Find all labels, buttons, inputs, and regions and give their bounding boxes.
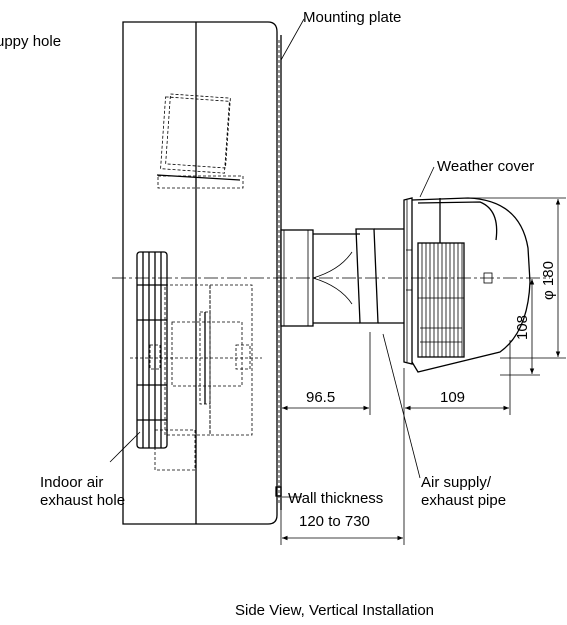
indoor-exhaust-label-line1: Indoor air bbox=[40, 474, 103, 491]
dim-cover-half-height: 108 bbox=[514, 315, 531, 340]
air-pipe bbox=[280, 228, 404, 327]
weather-cover bbox=[403, 197, 531, 373]
wall-thickness-label-line1: Wall thickness bbox=[288, 490, 383, 507]
dim-offset: 96.5 bbox=[306, 389, 335, 406]
wall-thickness-label-line2: 120 to 730 bbox=[299, 513, 370, 530]
pipe-label-line2: exhaust pipe bbox=[421, 492, 506, 509]
diagram-caption: Side View, Vertical Installation bbox=[235, 602, 434, 619]
exhaust-grille bbox=[136, 251, 168, 449]
dim-cover-diameter: φ 180 bbox=[540, 261, 557, 300]
weather-cover-label: Weather cover bbox=[437, 158, 534, 175]
dim-cover-depth: 109 bbox=[440, 389, 465, 406]
indoor-unit bbox=[122, 21, 278, 525]
mounting-plate-label: Mounting plate bbox=[303, 9, 401, 26]
indoor-exhaust-label-line2: exhaust hole bbox=[40, 492, 125, 509]
pipe-label-line1: Air supply/ bbox=[421, 474, 492, 491]
leader-lines bbox=[109, 18, 435, 498]
supply-hole-label: uppy hole bbox=[0, 33, 61, 50]
dimension-lines bbox=[280, 197, 566, 545]
